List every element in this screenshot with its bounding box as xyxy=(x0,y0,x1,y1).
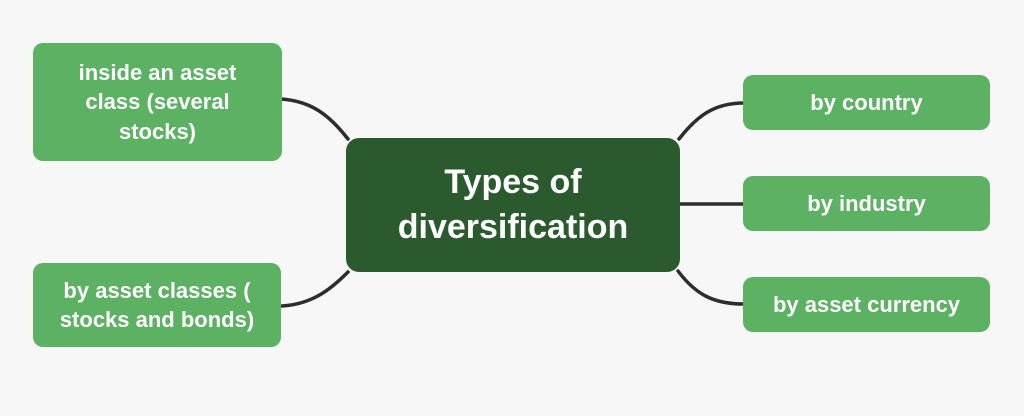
node-by-asset-classes: by asset classes ( stocks and bonds) xyxy=(33,263,281,347)
node-types-of-diversification: Types of diversification xyxy=(346,138,680,272)
connector-by-asset-currency xyxy=(676,269,746,306)
node-by-country: by country xyxy=(743,75,990,130)
node-inside-asset-class-label: inside an asset class (several stocks) xyxy=(78,60,237,144)
connector-inside-asset-class xyxy=(279,97,350,141)
connector-by-asset-classes xyxy=(280,270,350,308)
node-by-industry: by industry xyxy=(743,176,990,231)
connector-by-country xyxy=(677,101,746,141)
node-types-of-diversification-label: Types of diversification xyxy=(397,163,629,246)
node-by-asset-currency-label: by asset currency xyxy=(772,291,961,317)
node-inside-asset-class: inside an asset class (several stocks) xyxy=(33,43,282,161)
node-by-industry-label: by industry xyxy=(807,190,926,216)
node-by-country-label: by country xyxy=(810,89,923,115)
node-by-asset-currency: by asset currency xyxy=(743,277,990,332)
node-by-asset-classes-label: by asset classes ( stocks and bonds) xyxy=(59,277,255,332)
